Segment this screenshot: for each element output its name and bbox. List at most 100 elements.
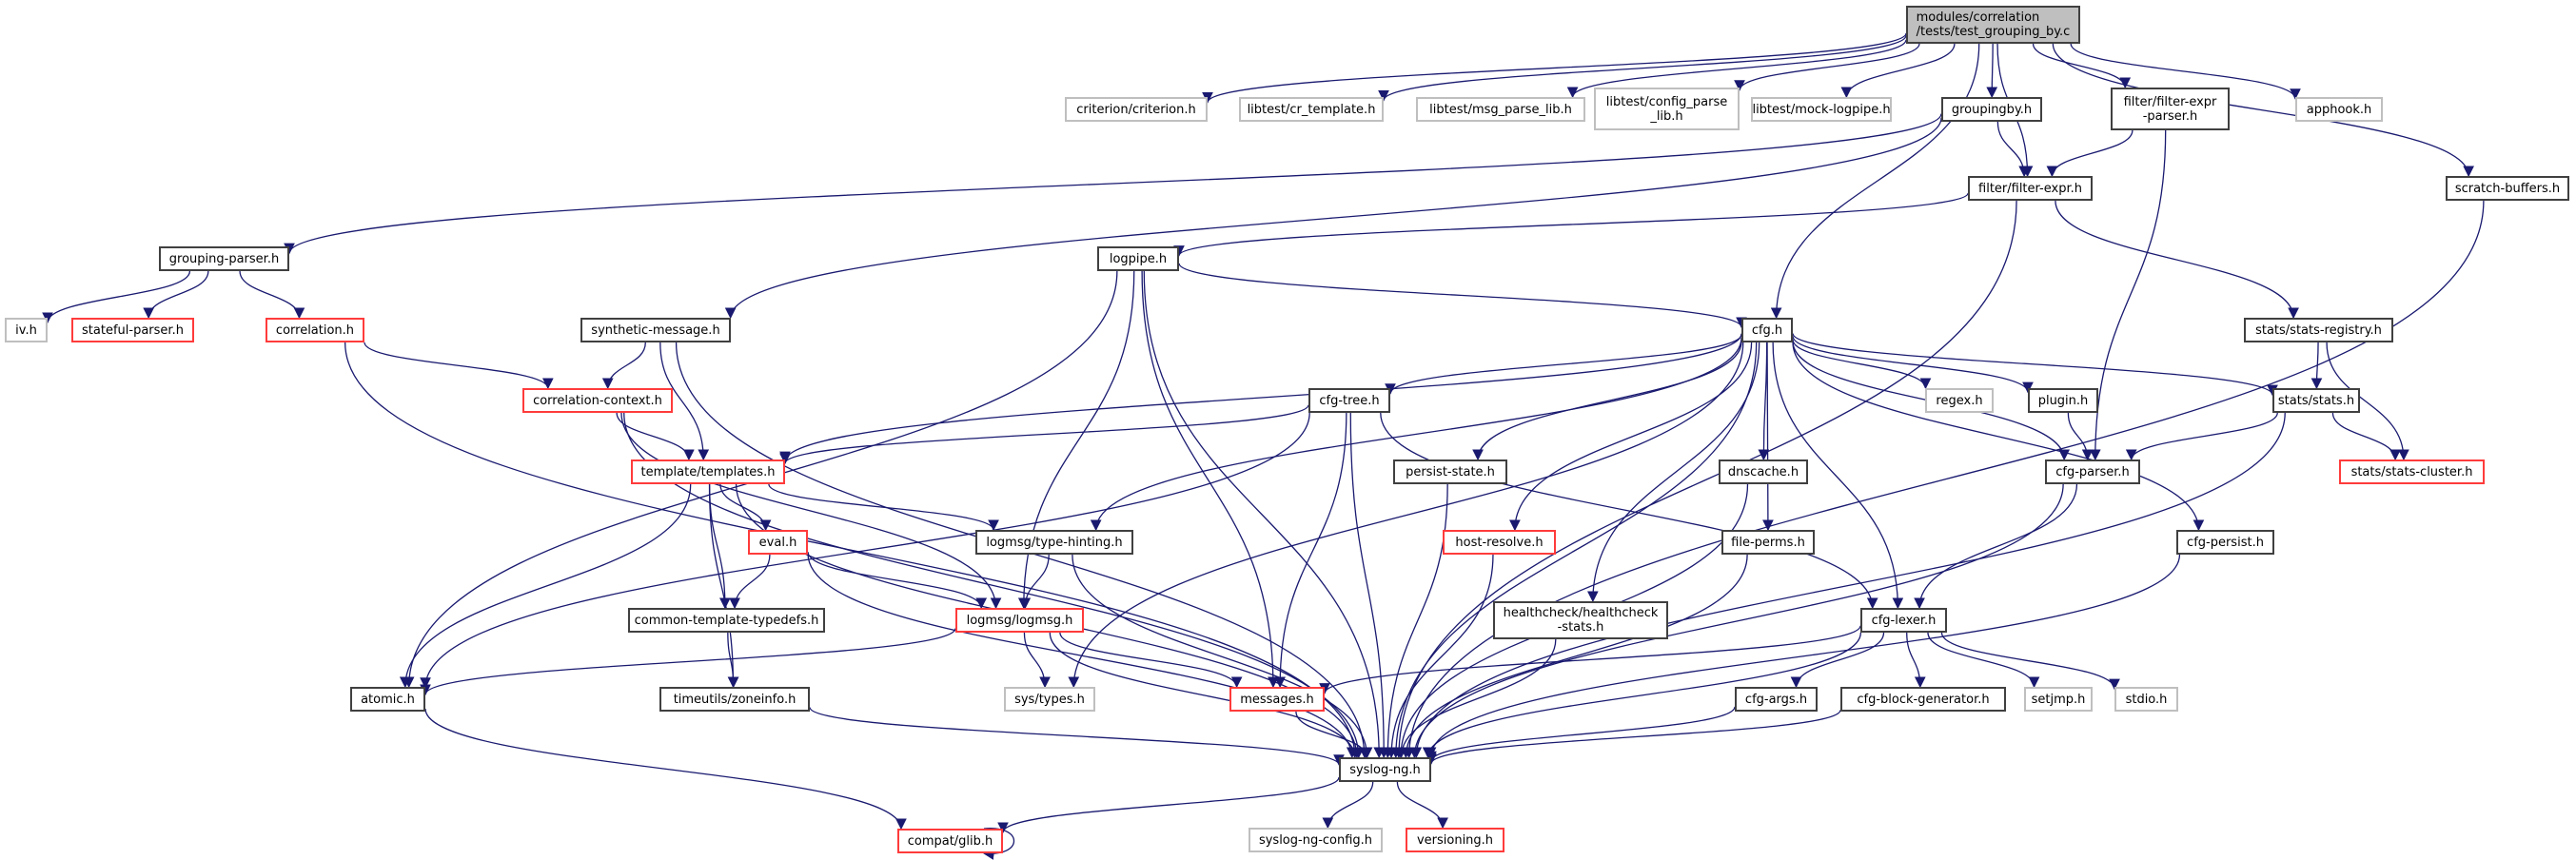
node-label: stats/stats-registry.h [2255, 322, 2382, 338]
node-label: cfg-parser.h [2055, 464, 2130, 479]
node-correlation-context[interactable]: correlation-context.h [522, 388, 673, 413]
edge-root-to-cfg [1770, 43, 1980, 320]
edge-root-to-config-parse-lib [1734, 43, 1920, 91]
edge-scratch-buffers-to-syslog-ng [1403, 200, 2485, 759]
edge-cfg-tree-to-syslog-ng [1349, 412, 1390, 759]
node-messages[interactable]: messages.h [1229, 687, 1325, 712]
node-label: libtest/cr_template.h [1247, 102, 1376, 117]
node-sys-types[interactable]: sys/types.h [1004, 687, 1095, 712]
edge-root-to-filter-expr-parser [2032, 43, 2132, 89]
node-healthcheck[interactable]: healthcheck/healthcheck -stats.h [1493, 601, 1668, 639]
edge-cfg-args-to-syslog-ng [1426, 706, 1736, 763]
node-plugin[interactable]: plugin.h [2028, 388, 2098, 413]
node-stateful-parser[interactable]: stateful-parser.h [71, 318, 194, 342]
node-persist-state[interactable]: persist-state.h [1393, 459, 1507, 484]
node-synthetic-message[interactable]: synthetic-message.h [580, 318, 731, 342]
node-common-typedefs[interactable]: common-template-typedefs.h [628, 608, 825, 633]
node-label: host-resolve.h [1455, 535, 1544, 550]
edge-persist-state-to-syslog-ng [1382, 483, 1448, 759]
node-eval[interactable]: eval.h [748, 530, 808, 555]
node-scratch-buffers[interactable]: scratch-buffers.h [2446, 176, 2569, 201]
edge-cfg-to-cfg-tree [1385, 334, 1742, 395]
edge-stats-to-cfg-parser [2125, 412, 2278, 461]
node-stdio[interactable]: stdio.h [2114, 687, 2178, 712]
edge-file-perms-to-syslog-ng [1400, 554, 1748, 759]
node-config-parse-lib[interactable]: libtest/config_parse _lib.h [1594, 88, 1740, 130]
node-zoneinfo[interactable]: timeutils/zoneinfo.h [659, 687, 810, 712]
node-label: persist-state.h [1406, 464, 1495, 479]
node-label: scratch-buffers.h [2454, 181, 2561, 196]
node-file-perms[interactable]: file-perms.h [1721, 530, 1815, 555]
node-label: cfg-tree.h [1319, 393, 1380, 408]
edge-cfg-to-plugin [1792, 336, 2034, 394]
node-cfg-args[interactable]: cfg-args.h [1735, 687, 1818, 712]
edge-root-to-criterion [1202, 32, 1907, 104]
node-compat-glib[interactable]: compat/glib.h [897, 829, 1003, 853]
node-label: groupingby.h [1951, 102, 2033, 117]
node-atomic[interactable]: atomic.h [350, 687, 425, 712]
node-logmsg[interactable]: logmsg/logmsg.h [955, 608, 1084, 633]
edge-groupingby-to-grouping-parser [284, 113, 1942, 255]
node-stats-cluster[interactable]: stats/stats-cluster.h [2339, 459, 2485, 484]
node-templates[interactable]: template/templates.h [631, 459, 785, 484]
node-syslog-ng[interactable]: syslog-ng.h [1339, 757, 1431, 782]
node-dnscache[interactable]: dnscache.h [1719, 459, 1808, 484]
edge-grouping-parser-to-iv [42, 270, 191, 324]
node-versioning[interactable]: versioning.h [1406, 828, 1504, 852]
node-host-resolve[interactable]: host-resolve.h [1443, 530, 1556, 555]
node-type-hinting[interactable]: logmsg/type-hinting.h [975, 530, 1133, 555]
edge-filter-expr-parser-to-filter-expr [2046, 129, 2134, 178]
edge-syslog-ng-to-compat-glib [997, 776, 1340, 834]
node-cfg-tree[interactable]: cfg-tree.h [1308, 388, 1390, 413]
node-label: correlation.h [275, 322, 355, 338]
node-grouping-parser[interactable]: grouping-parser.h [159, 246, 289, 271]
edge-cfg-lexer-to-cfg-args [1790, 632, 1885, 689]
node-label: stdio.h [2125, 692, 2168, 707]
node-msg-parse-lib[interactable]: libtest/msg_parse_lib.h [1416, 97, 1585, 122]
node-cfg-lexer[interactable]: cfg-lexer.h [1860, 608, 1947, 633]
edge-synthetic-message-to-correlation-context [601, 342, 646, 390]
node-cfg-persist[interactable]: cfg-persist.h [2176, 530, 2274, 555]
node-label: libtest/config_parse _lib.h [1605, 94, 1728, 124]
node-groupingby[interactable]: groupingby.h [1941, 97, 2042, 122]
node-label: iv.h [15, 322, 37, 338]
node-cfg-block-generator[interactable]: cfg-block-generator.h [1840, 687, 2006, 712]
node-label: setjmp.h [2031, 692, 2086, 707]
edge-eval-to-logmsg [807, 552, 988, 610]
node-setjmp[interactable]: setjmp.h [2024, 687, 2093, 712]
edge-zoneinfo-to-syslog-ng [809, 707, 1345, 766]
node-criterion[interactable]: criterion/criterion.h [1065, 97, 1208, 122]
edge-cfg-lexer-to-cfg-block-generator [1906, 632, 1926, 689]
node-correlation[interactable]: correlation.h [265, 318, 364, 342]
node-label: atomic.h [361, 692, 415, 707]
node-mock-logpipe[interactable]: libtest/mock-logpipe.h [1751, 97, 1892, 122]
node-label: modules/correlation /tests/test_grouping… [1916, 10, 2071, 39]
node-cr-template[interactable]: libtest/cr_template.h [1239, 97, 1384, 122]
node-iv[interactable]: iv.h [5, 318, 48, 342]
node-stats[interactable]: stats/stats.h [2272, 388, 2360, 413]
node-stats-registry[interactable]: stats/stats-registry.h [2244, 318, 2393, 342]
node-label: filter/filter-expr.h [1978, 181, 2082, 196]
node-regex[interactable]: regex.h [1925, 388, 1994, 413]
node-cfg[interactable]: cfg.h [1741, 318, 1793, 342]
edge-cfg-to-stats [1792, 333, 2278, 397]
node-cfg-parser[interactable]: cfg-parser.h [2045, 459, 2140, 484]
node-label: cfg-lexer.h [1871, 613, 1937, 628]
edge-eval-to-common-typedefs [729, 554, 771, 610]
node-label: libtest/msg_parse_lib.h [1429, 102, 1572, 117]
edge-stats-to-stats-cluster [2331, 412, 2401, 461]
node-label: syslog-ng.h [1349, 762, 1421, 777]
node-filter-expr-parser[interactable]: filter/filter-expr -parser.h [2111, 88, 2230, 130]
node-filter-expr[interactable]: filter/filter-expr.h [1968, 176, 2093, 201]
edge-correlation-context-to-logmsg [620, 412, 1002, 610]
edge-templates-to-type-hinting [768, 483, 999, 532]
edge-cfg-to-file-perms [1762, 342, 1774, 532]
edge-grouping-parser-to-stateful-parser [143, 270, 209, 320]
edge-groupingby-to-synthetic-message [724, 117, 1942, 320]
node-apphook[interactable]: apphook.h [2295, 97, 2383, 122]
node-logpipe[interactable]: logpipe.h [1097, 246, 1179, 271]
edge-templates-to-atomic [399, 483, 692, 689]
node-syslog-ng-config[interactable]: syslog-ng-config.h [1249, 828, 1383, 852]
node-label: compat/glib.h [907, 833, 993, 849]
